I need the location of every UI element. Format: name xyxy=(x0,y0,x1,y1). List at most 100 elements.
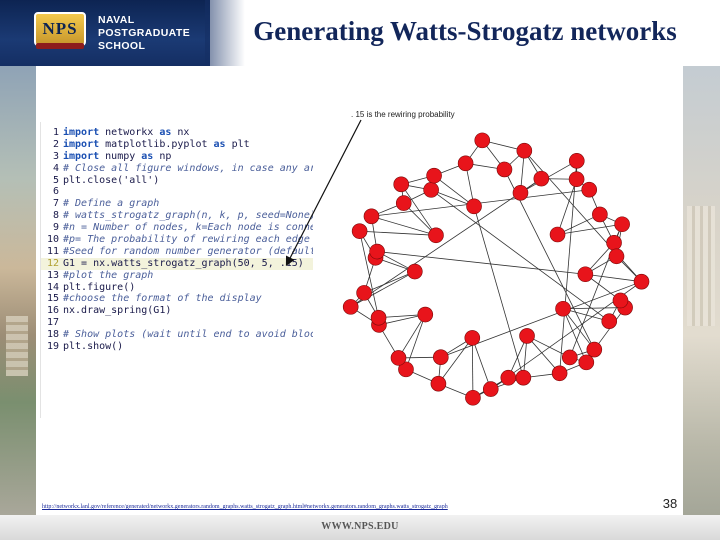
code-line: 1import networkx as nx xyxy=(41,127,313,139)
graph-edge xyxy=(472,338,490,389)
code-line: 12 G1 = nx.watts_strogatz_graph(50, 5, .1… xyxy=(41,258,313,270)
graph-node xyxy=(634,274,649,289)
code-line: 6 xyxy=(41,186,313,198)
graph-node xyxy=(613,293,628,308)
code-line: 13 #plot the graph xyxy=(41,270,313,282)
code-line: 15#choose the format of the display xyxy=(41,293,313,305)
footer-url: WWW.NPS.EDU xyxy=(0,521,720,532)
code-text: import numpy as np xyxy=(63,151,171,162)
code-text: # Close all figure windows, in case any … xyxy=(63,163,313,174)
logo-line: NAVAL xyxy=(98,14,190,27)
code-line: 8 # watts_strogatz_graph(n, k, p, seed=No… xyxy=(41,210,313,222)
graph-node xyxy=(343,299,358,314)
line-number: 14 xyxy=(41,282,59,294)
graph-node xyxy=(579,355,594,370)
code-text: # watts_strogatz_graph(n, k, p, seed=Non… xyxy=(63,210,313,221)
graph-edge xyxy=(474,206,523,377)
graph-node xyxy=(465,390,480,405)
graph-node xyxy=(550,227,565,242)
graph-edge xyxy=(406,315,425,370)
line-number: 12 xyxy=(41,258,59,270)
line-number: 5 xyxy=(41,175,59,187)
slide-title: Generating Watts-Strogatz networks xyxy=(230,16,700,47)
graph-node xyxy=(458,156,473,171)
graph-node xyxy=(433,350,448,365)
network-graph-figure xyxy=(318,122,678,420)
line-number: 10 xyxy=(41,234,59,246)
networkx-reference-link[interactable]: http://networkx.lanl.gov/reference/gener… xyxy=(42,504,448,510)
line-number: 9 xyxy=(41,222,59,234)
line-number: 4 xyxy=(41,163,59,175)
graph-node xyxy=(431,376,446,391)
line-number: 8 xyxy=(41,210,59,222)
graph-node xyxy=(467,199,482,214)
graph-node xyxy=(615,217,630,232)
line-number: 17 xyxy=(41,317,59,329)
rewiring-annotation: . 15 is the rewiring probability xyxy=(351,110,455,119)
graph-node xyxy=(582,182,597,197)
graph-node xyxy=(501,370,516,385)
code-text: import matplotlib.pyplot as plt xyxy=(63,139,250,150)
line-number: 6 xyxy=(41,186,59,198)
nps-logo-banner: NPS NAVAL POSTGRADUATE SCHOOL xyxy=(0,0,210,66)
nps-logo-text: NAVAL POSTGRADUATE SCHOOL xyxy=(98,14,190,53)
code-text: # Show plots (wait until end to avoid bl… xyxy=(63,329,313,340)
code-text: plt.show() xyxy=(63,341,123,352)
code-line: 9 #n = Number of nodes, k=Each node is co… xyxy=(41,222,313,234)
nps-seal-icon: NPS xyxy=(34,12,86,46)
code-line: 19 plt.show() xyxy=(41,341,313,353)
code-text: plt.figure() xyxy=(63,282,135,293)
graph-node xyxy=(418,307,433,322)
line-number: 7 xyxy=(41,198,59,210)
logo-line: SCHOOL xyxy=(98,40,190,53)
graph-edge xyxy=(351,179,542,307)
line-number: 19 xyxy=(41,341,59,353)
graph-node xyxy=(407,264,422,279)
code-line: 17 xyxy=(41,317,313,329)
line-number: 13 xyxy=(41,270,59,282)
graph-edge xyxy=(431,190,609,321)
graph-node xyxy=(483,382,498,397)
graph-node xyxy=(357,285,372,300)
slide-header: NPS NAVAL POSTGRADUATE SCHOOL Generating… xyxy=(0,0,720,66)
code-line: 11#Seed for random number generator (def… xyxy=(41,246,313,258)
graph-node xyxy=(534,171,549,186)
code-text: #choose the format of the display xyxy=(63,293,262,304)
logo-line: POSTGRADUATE xyxy=(98,27,190,40)
code-text: # Define a graph xyxy=(63,198,159,209)
code-text: #n = Number of nodes, k=Each node is con… xyxy=(63,222,313,233)
graph-node xyxy=(427,168,442,183)
graph-node xyxy=(569,153,584,168)
code-text: #Seed for random number generator (defau… xyxy=(63,246,313,257)
slide-footer: WWW.NPS.EDU xyxy=(0,515,720,540)
slide-number: 38 xyxy=(655,496,685,511)
graph-node xyxy=(394,177,409,192)
graph-edge xyxy=(558,179,577,234)
code-line: 5 plt.close('all') xyxy=(41,175,313,187)
graph-node xyxy=(556,301,571,316)
graph-node xyxy=(465,330,480,345)
code-text: plt.close('all') xyxy=(63,175,159,186)
code-text: nx.draw_spring(G1) xyxy=(63,305,171,316)
graph-node xyxy=(352,224,367,239)
line-number: 18 xyxy=(41,329,59,341)
graph-node xyxy=(370,244,385,259)
graph-node xyxy=(592,207,607,222)
graph-node xyxy=(607,235,622,250)
graph-node xyxy=(602,314,617,329)
graph-node xyxy=(520,328,535,343)
code-text: G1 = nx.watts_strogatz_graph(50, 5, .15) xyxy=(63,258,304,269)
code-line: 3import numpy as np xyxy=(41,151,313,163)
graph-node xyxy=(428,228,443,243)
code-text: #plot the graph xyxy=(63,270,153,281)
graph-edge xyxy=(558,224,623,234)
graph-node xyxy=(516,370,531,385)
graph-node xyxy=(364,209,379,224)
graph-node xyxy=(587,342,602,357)
watts-strogatz-graph xyxy=(318,122,678,420)
graph-node xyxy=(497,162,512,177)
nps-seal-ribbon xyxy=(36,43,84,49)
